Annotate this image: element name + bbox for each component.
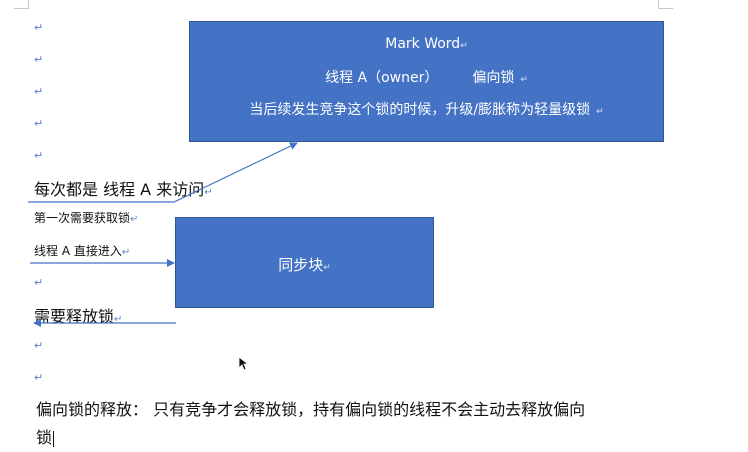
biased-lock-release-paragraph: 偏向锁的释放： 只有竞争才会释放锁，持有偏向锁的线程不会主动去释放偏向 锁 [36,396,585,452]
lock-upgrade-note: 当后续发生竞争这个锁的时候，升级/膨胀称为轻量级锁 [249,102,591,118]
mouse-pointer-icon [238,356,250,371]
paragraph-mark: ↵ [460,41,468,51]
paragraph-mark: ↵ [130,214,139,225]
paragraph-mark: ↵ [520,75,528,85]
paragraph-mark: ↵ [34,276,44,289]
paragraph-mark: ↵ [121,247,131,258]
paragraph-mark: ↵ [596,107,604,117]
acquire-lock-arrow [28,142,298,203]
release-text: 需要释放锁 [34,307,115,326]
enter-direct-line: 线程 A 直接进入↵ [34,242,130,259]
biased-lock-label: 偏向锁 [472,70,515,86]
paragraph-mark: ↵ [204,187,213,198]
owner-thread-label: 线程 A（owner） [325,70,439,86]
sync-block-label: 同步块 [278,256,324,274]
paragraph-mark: ↵ [34,339,44,352]
paragraph-mark: ↵ [34,371,44,384]
first-time-line: 第一次需要获取锁↵ [34,209,138,226]
first-time-text: 第一次需要获取锁 [34,211,131,225]
sync-block-box[interactable]: 同步块↵ [175,217,434,308]
paragraph-mark: ↵ [114,314,123,325]
paragraph-line-1: 偏向锁的释放： 只有竞争才会释放锁，持有偏向锁的线程不会主动去释放偏向 [36,400,586,419]
mark-word-box[interactable]: Mark Word↵ 线程 A（owner）偏向锁↵ 当后续发生竞争这个锁的时候… [189,21,664,142]
enter-direct-text: 线程 A 直接进入 [34,244,122,258]
paragraph-mark: ↵ [34,85,44,98]
paragraph-mark: ↵ [34,117,44,130]
visit-line: 每次都是 线程 A 来访问↵ [34,176,213,200]
margin-corner-top-right [658,0,673,9]
mark-word-title: Mark Word [385,36,461,52]
paragraph-mark: ↵ [34,53,44,66]
paragraph-mark: ↵ [34,21,44,34]
paragraph-mark: ↵ [34,149,44,162]
paragraph-line-2: 锁 [36,428,53,447]
text-caret [53,430,55,447]
visit-text: 每次都是 线程 A 来访问 [34,180,205,199]
paragraph-mark: ↵ [323,263,331,273]
margin-corner-top-left [14,0,29,9]
release-line: 需要释放锁↵ [34,303,122,327]
